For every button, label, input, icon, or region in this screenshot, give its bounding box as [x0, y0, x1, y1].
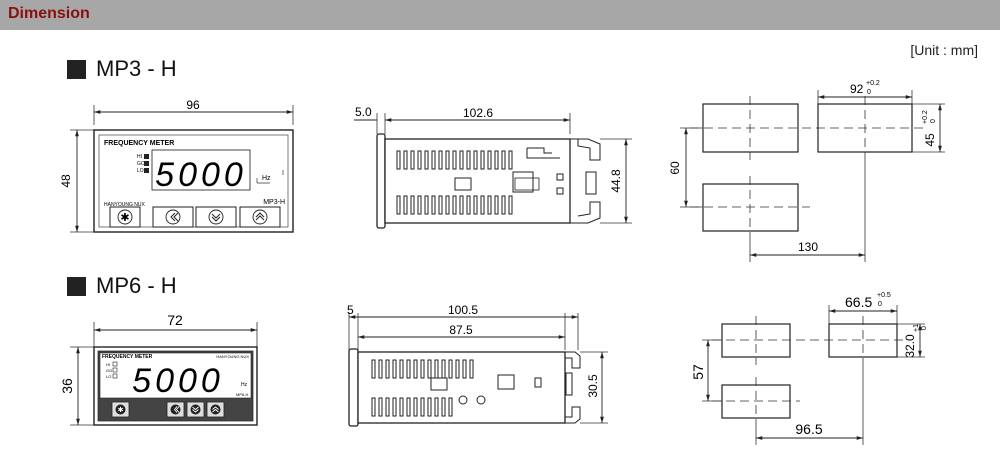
vent-slots — [371, 359, 474, 417]
mp3h-panel-cutout: 92 +0.2 0 45 +0.2 0 60 130 — [668, 80, 945, 262]
double-chevron-down-icon — [192, 406, 199, 413]
front-title: FREQUENCY METER — [102, 354, 153, 360]
dim-vertical-pitch: 57 — [690, 364, 706, 380]
model-heading-mp6h: MP6 - H — [67, 273, 177, 299]
svg-text:0: 0 — [867, 89, 871, 96]
center-lines — [690, 96, 925, 240]
svg-text:LO: LO — [106, 374, 111, 379]
double-chevron-down-icon — [211, 213, 221, 222]
svg-text:+0.2: +0.2 — [922, 110, 929, 124]
mounting-bracket — [565, 351, 581, 424]
dim-depth: 102.6 — [463, 106, 493, 120]
unit-indicator: Hz — [241, 382, 248, 388]
mounting-bracket — [570, 138, 601, 224]
dim-bezel: 5.0 — [355, 105, 372, 119]
asterisk-icon: ✱ — [118, 406, 124, 414]
dim-cutout-width: 66.5 — [845, 294, 872, 310]
square-bullet-icon — [67, 59, 86, 79]
dim-bezel: 5 — [347, 303, 354, 317]
svg-text:0: 0 — [878, 301, 882, 308]
svg-text:HI: HI — [137, 154, 142, 160]
dim-body-depth: 87.5 — [449, 323, 473, 337]
dim-vertical-pitch: 60 — [668, 161, 682, 175]
model-heading-mp3h: MP3 - H — [67, 56, 177, 82]
front-title: FREQUENCY METER — [104, 140, 174, 147]
svg-text:HI: HI — [106, 362, 110, 367]
side-bezel — [376, 133, 386, 229]
dim-front-height: 48 — [59, 174, 73, 188]
dim-overall-depth: 100.5 — [448, 303, 478, 317]
dim-front-width: 96 — [186, 98, 200, 112]
dim-side-height: 30.5 — [586, 374, 600, 398]
dim-cutout-height: 32.0 — [903, 334, 917, 358]
double-chevron-left-icon — [170, 212, 179, 222]
dim-front-height: 36 — [59, 378, 75, 394]
svg-text:+1: +1 — [913, 324, 920, 332]
square-bullet-icon — [67, 276, 86, 296]
svg-text:GO: GO — [137, 161, 145, 167]
mp3h-side-view: 5.0 102.6 44.8 — [354, 105, 632, 229]
dim-horizontal-pitch: 130 — [798, 240, 818, 254]
mp6h-panel-cutout: 66.5 +0.5 0 32.0 +1 0 57 96.5 — [690, 292, 928, 445]
seven-segment-display: 5000 — [132, 362, 224, 400]
terminal-block — [585, 171, 597, 195]
svg-text:0: 0 — [921, 326, 928, 330]
front-model: MP3-H — [263, 199, 285, 206]
double-chevron-left-icon — [173, 406, 180, 413]
dim-cutout-width: 92 — [850, 82, 864, 96]
side-bezel — [348, 348, 359, 427]
key-star-button — [109, 206, 141, 228]
mp6h-side-view: 100.5 87.5 5 30.5 — [347, 303, 608, 427]
double-chevron-up-icon — [255, 212, 265, 221]
unit-indicator: Hz — [262, 175, 271, 182]
svg-text:+0.2: +0.2 — [866, 80, 880, 87]
front-brand: HANYOUNG NUX — [216, 354, 249, 359]
model-name-mp6h: MP6 - H — [96, 273, 177, 298]
center-lines — [712, 316, 905, 426]
unit-label: [Unit : mm] — [910, 42, 978, 58]
key-up-button — [239, 206, 281, 228]
key-down-button — [195, 206, 237, 228]
double-chevron-up-icon — [212, 406, 219, 413]
svg-text:+0.5: +0.5 — [877, 292, 891, 299]
key-left-button — [152, 206, 194, 228]
mp6h-front-view: 72 36 FREQUENCY METER HANYOUNG NUX HI GO… — [59, 312, 258, 426]
svg-text:0: 0 — [930, 119, 937, 123]
terminal-block — [565, 372, 573, 396]
svg-text:GO: GO — [106, 368, 112, 373]
model-name-mp3h: MP3 - H — [96, 56, 177, 81]
svg-text:LO: LO — [137, 168, 144, 174]
front-model: MP6-H — [236, 392, 249, 397]
section-title: Dimension — [8, 5, 90, 22]
seven-segment-display: 5000 — [155, 156, 247, 194]
display-window — [151, 149, 251, 191]
section-header: Dimension — [0, 0, 1000, 30]
mp3h-front-view: 96 48 FREQUENCY METER HI GO LO 5000 Hz H… — [59, 98, 294, 233]
front-brand: HANYOUNG NUX — [104, 202, 146, 208]
vent-slots — [396, 150, 513, 215]
dim-horizontal-pitch: 96.5 — [795, 421, 822, 437]
dim-side-height: 44.8 — [609, 169, 623, 193]
dim-cutout-height: 45 — [923, 133, 937, 147]
dim-front-width: 72 — [167, 312, 183, 328]
asterisk-icon: ✱ — [120, 212, 129, 224]
